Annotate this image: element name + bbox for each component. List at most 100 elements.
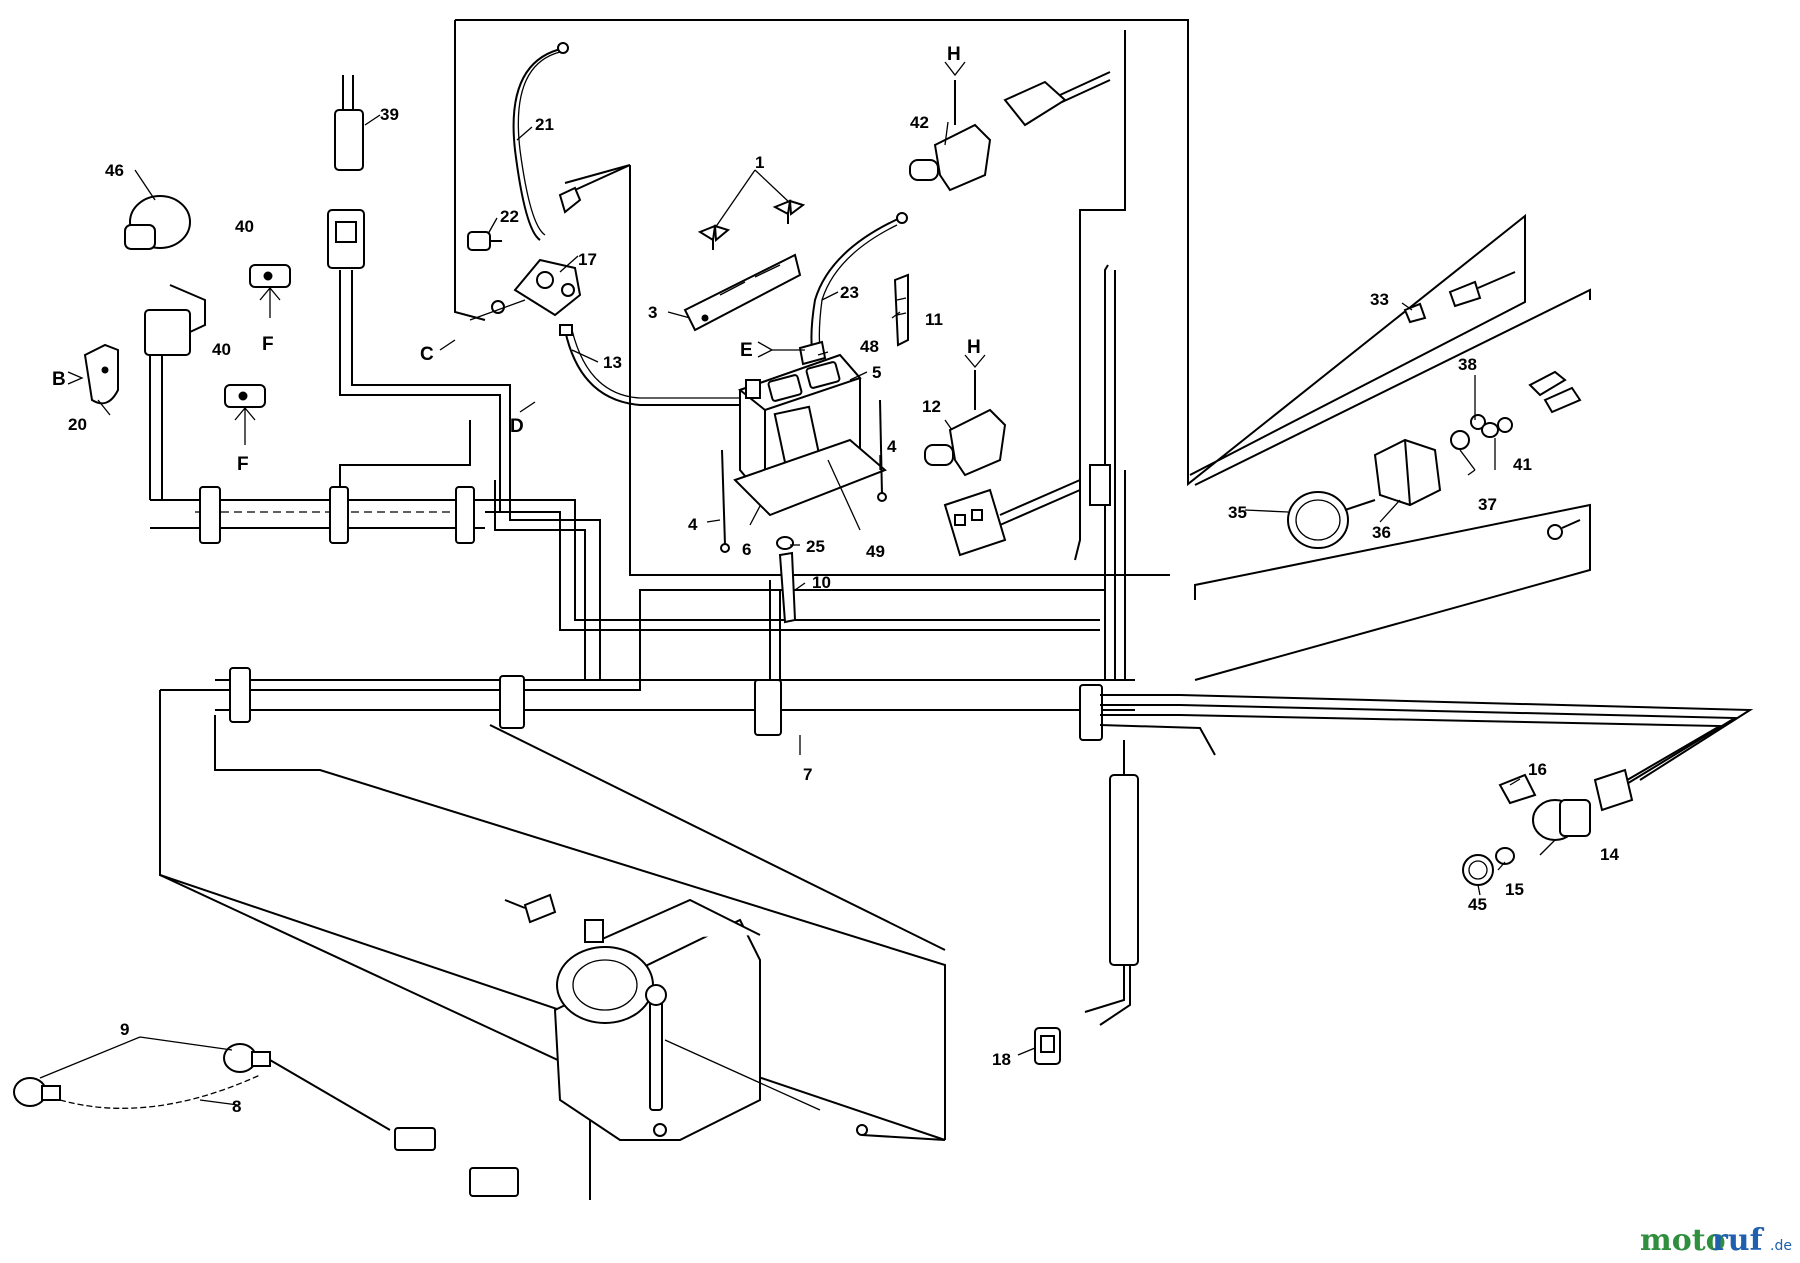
label-49: 49 bbox=[866, 542, 885, 561]
lights-9 bbox=[13, 1043, 271, 1107]
harness-sleeve bbox=[199, 486, 221, 544]
connector-39 bbox=[334, 75, 381, 171]
nut-15 bbox=[1495, 847, 1515, 865]
label-36: 36 bbox=[1372, 523, 1391, 542]
watermark-suffix: .de bbox=[1770, 1238, 1792, 1254]
clip-33 bbox=[1403, 271, 1516, 324]
harness-sleeve bbox=[455, 486, 475, 544]
switch-18 bbox=[1034, 1027, 1061, 1065]
wing-nut-1b bbox=[772, 199, 806, 224]
wing-nut-1a bbox=[697, 224, 731, 250]
harness-sleeve bbox=[229, 667, 251, 723]
label-42: 42 bbox=[910, 113, 929, 132]
label-23: 23 bbox=[840, 283, 859, 302]
label-40: 40 bbox=[235, 217, 254, 236]
terminal-cover-48 bbox=[798, 340, 827, 366]
nut-25 bbox=[776, 536, 794, 550]
label-35: 35 bbox=[1228, 503, 1247, 522]
harness-sleeve-vertical bbox=[1109, 774, 1139, 966]
letter-E: E bbox=[740, 340, 753, 361]
harness-sleeve bbox=[499, 675, 525, 729]
letter-H: H bbox=[947, 44, 961, 65]
label-46: 46 bbox=[105, 161, 124, 180]
label-13: 13 bbox=[603, 353, 622, 372]
label-45: 45 bbox=[1468, 895, 1487, 914]
label-20: 20 bbox=[68, 415, 87, 434]
letter-D: D bbox=[510, 416, 524, 437]
label-3: 3 bbox=[648, 303, 657, 322]
label-33: 33 bbox=[1370, 290, 1389, 309]
label-15: 15 bbox=[1505, 880, 1524, 899]
label-37: 37 bbox=[1478, 495, 1497, 514]
tube-10 bbox=[778, 551, 797, 624]
part-number-labels: 1 3 4 4 5 6 7 8 9 10 11 12 13 14 15 16 1… bbox=[68, 105, 1619, 1116]
label-11: 11 bbox=[925, 310, 943, 329]
label-4: 4 bbox=[688, 515, 698, 534]
engine bbox=[553, 898, 821, 1141]
letter-C: C bbox=[420, 344, 434, 365]
clip-40-lower bbox=[224, 384, 266, 445]
label-8: 8 bbox=[232, 1097, 241, 1116]
label-25: 25 bbox=[806, 537, 825, 556]
label-48: 48 bbox=[860, 337, 879, 356]
label-7: 7 bbox=[803, 765, 812, 784]
spark-plug-lead bbox=[504, 893, 946, 1141]
ring-terminal bbox=[1547, 519, 1581, 540]
harness-sleeve bbox=[329, 486, 349, 544]
watermark-logo: moto ruf .de bbox=[1640, 1223, 1792, 1258]
hardware-37-38-41 bbox=[1450, 414, 1513, 471]
label-18: 18 bbox=[992, 1050, 1011, 1069]
hour-meter-45 bbox=[1462, 854, 1494, 886]
bracket-36 bbox=[1373, 438, 1442, 507]
bracket-20 bbox=[83, 343, 119, 405]
label-10: 10 bbox=[812, 573, 831, 592]
left-upper-harness bbox=[149, 270, 1100, 631]
headlight-35 bbox=[1287, 491, 1376, 549]
label-22: 22 bbox=[500, 207, 519, 226]
leader-lines bbox=[39, 121, 1556, 1106]
relay-block bbox=[144, 284, 206, 356]
label-14: 14 bbox=[1600, 845, 1619, 864]
label-12: 12 bbox=[922, 397, 941, 416]
letter-F: F bbox=[262, 334, 274, 355]
label-41: 41 bbox=[1513, 455, 1532, 474]
letter-H: H bbox=[967, 337, 981, 358]
bolt-22 bbox=[467, 231, 502, 251]
label-9: 9 bbox=[120, 1020, 129, 1039]
label-39: 39 bbox=[380, 105, 399, 124]
label-1: 1 bbox=[755, 153, 764, 172]
starter-solenoid-17 bbox=[469, 258, 582, 321]
letter-F: F bbox=[237, 454, 249, 475]
label-6: 6 bbox=[742, 540, 751, 559]
harness-plug bbox=[327, 209, 365, 269]
cable-13 bbox=[559, 324, 740, 406]
label-21: 21 bbox=[535, 115, 554, 134]
seat-switch-42 bbox=[909, 61, 992, 192]
hold-down-bracket-3 bbox=[683, 253, 802, 332]
label-17: 17 bbox=[578, 250, 597, 269]
harness-sleeve bbox=[754, 679, 782, 736]
label-5: 5 bbox=[872, 363, 881, 382]
connection-letters: B C D E F F H H bbox=[52, 44, 981, 475]
ignition-switch-14 bbox=[1532, 768, 1634, 841]
switch-12 bbox=[924, 354, 1007, 477]
harness-sleeve bbox=[1079, 684, 1103, 741]
main-wire-harness bbox=[215, 264, 1754, 1026]
terminal-clip bbox=[558, 164, 631, 214]
plug-top bbox=[1003, 71, 1111, 127]
headlight-bulbs bbox=[1528, 370, 1582, 414]
label-38: 38 bbox=[1458, 355, 1477, 374]
panel-outlines bbox=[159, 19, 1591, 1200]
cable-8 bbox=[59, 1059, 519, 1197]
watermark-brand-blue: ruf bbox=[1712, 1223, 1765, 1258]
cable-23 bbox=[810, 212, 908, 351]
battery-tray-6 bbox=[720, 399, 887, 553]
key-16 bbox=[1498, 773, 1537, 805]
letter-B: B bbox=[52, 369, 66, 390]
clip-40-upper bbox=[249, 264, 291, 318]
plug-connector bbox=[943, 464, 1111, 557]
solenoid-46 bbox=[124, 169, 191, 250]
cable-21 bbox=[512, 42, 569, 241]
watermark-brand-green: moto bbox=[1640, 1223, 1726, 1258]
